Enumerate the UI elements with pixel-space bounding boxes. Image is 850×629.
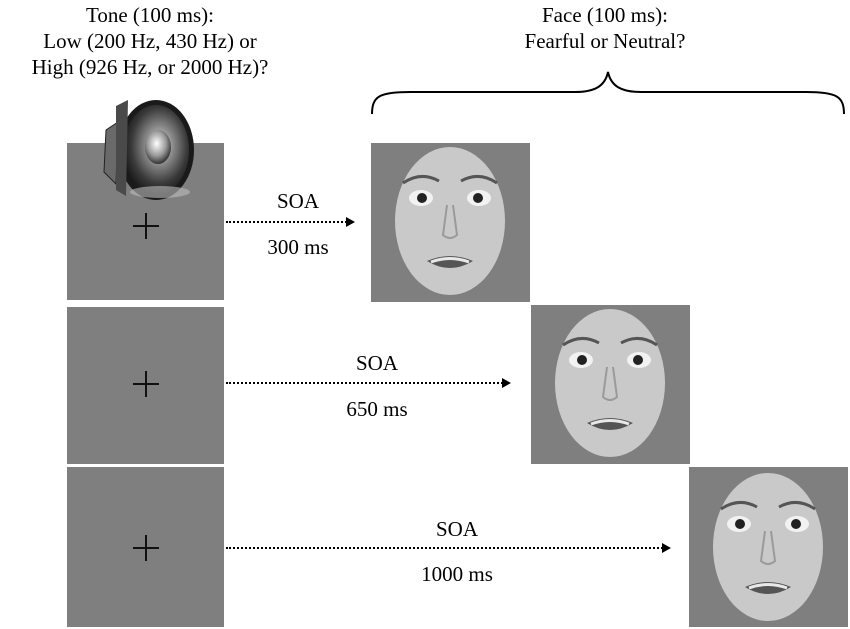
speaker-icon bbox=[103, 100, 194, 200]
soa-label-3: SOA bbox=[435, 517, 478, 541]
fearful-face-image bbox=[395, 147, 505, 295]
soa-arrow-2 bbox=[226, 378, 511, 388]
soa-label-2: SOA bbox=[355, 351, 398, 375]
fixation-cross-icon bbox=[133, 371, 159, 397]
face-label-line2: Fearful or Neutral? bbox=[524, 29, 686, 53]
soa-value-1: 300 ms bbox=[267, 235, 329, 259]
face-label-line1: Face (100 ms): bbox=[542, 3, 668, 27]
tone-label: Tone (100 ms): Low (200 Hz, 430 Hz) or H… bbox=[0, 2, 300, 80]
face-brace bbox=[371, 71, 845, 115]
soa-label-1: SOA bbox=[276, 189, 319, 213]
fearful-face-image bbox=[713, 473, 823, 621]
fixation-cross-icon bbox=[133, 535, 159, 561]
fixation-cross-icon bbox=[133, 213, 159, 239]
soa-value-3: 1000 ms bbox=[421, 562, 493, 586]
soa-arrow-1 bbox=[226, 217, 355, 227]
soa-value-2: 650 ms bbox=[346, 397, 408, 421]
face-label: Face (100 ms): Fearful or Neutral? bbox=[470, 2, 740, 54]
fearful-face-image bbox=[555, 309, 665, 457]
tone-label-line3: High (926 Hz, or 2000 Hz)? bbox=[31, 55, 269, 79]
tone-label-line2: Low (200 Hz, 430 Hz) or bbox=[43, 29, 257, 53]
soa-arrow-3 bbox=[226, 543, 671, 553]
tone-label-line1: Tone (100 ms): bbox=[85, 3, 214, 27]
